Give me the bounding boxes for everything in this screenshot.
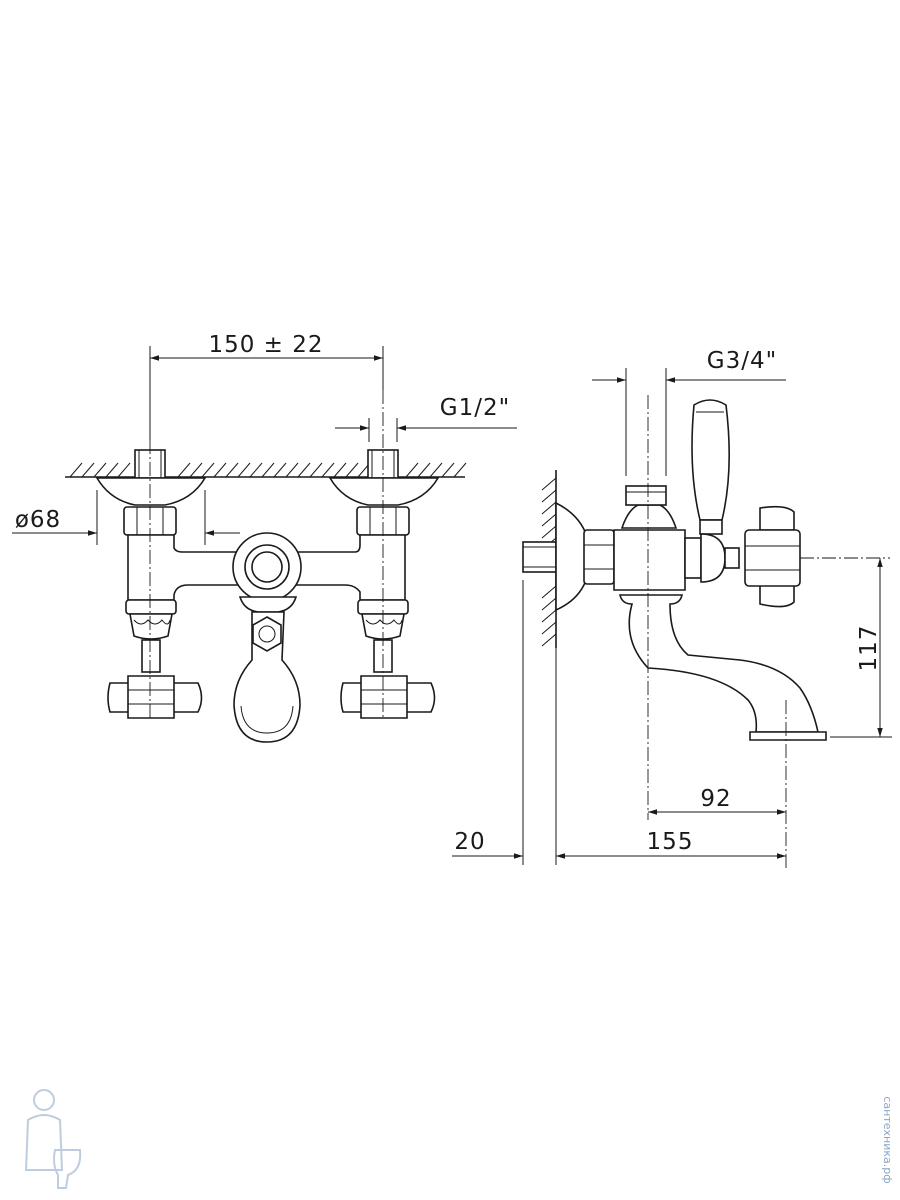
- hatch-line: [541, 597, 557, 611]
- dim-outlet-thread: G3/4": [592, 348, 786, 476]
- lever-handle: [691, 399, 730, 535]
- plumber-body-icon: [24, 1114, 64, 1171]
- right-flange: [328, 477, 440, 506]
- hatch-line: [405, 462, 419, 478]
- dim-spout-reach-label: 92: [700, 786, 731, 812]
- front-view: 150 ± 22 G1/2" ø68: [12, 332, 517, 743]
- hatch-line: [117, 462, 131, 478]
- hatch-line: [69, 462, 83, 478]
- side-inlet-stub: [522, 541, 557, 573]
- hatch-line: [261, 462, 275, 478]
- side-body: [613, 529, 686, 591]
- hatch-line: [225, 462, 239, 478]
- hatch-line: [453, 462, 467, 478]
- hatch-line: [177, 462, 191, 478]
- toilet-icon: [53, 1149, 82, 1189]
- wall-hatching-top: [65, 462, 467, 478]
- dim-wall-depth-label: 20: [454, 829, 485, 855]
- side-view: G3/4" 117 92 20 155: [452, 348, 892, 870]
- side-hex-nut: [583, 529, 615, 585]
- dim-spout-reach: 92: [648, 786, 786, 815]
- left-cross-handle: [107, 675, 203, 719]
- dim-inlet-thread: G1/2": [335, 395, 517, 442]
- hatch-line: [201, 462, 215, 478]
- hatch-line: [541, 489, 557, 503]
- hatch-line: [285, 462, 299, 478]
- hatch-line: [541, 633, 557, 647]
- hatch-line: [541, 513, 557, 527]
- hatch-line: [297, 462, 311, 478]
- right-hex-nut: [356, 506, 410, 536]
- dim-total-depth-label: 155: [647, 829, 694, 855]
- dim-inlet-thread-label: G1/2": [440, 395, 510, 421]
- dim-spacing-label: 150 ± 22: [208, 332, 323, 358]
- watermark-logo: [24, 1089, 82, 1189]
- hatch-line: [541, 525, 557, 539]
- front-spout: [233, 596, 301, 743]
- hatch-line: [189, 462, 203, 478]
- hatch-line: [273, 462, 287, 478]
- hatch-line: [441, 462, 455, 478]
- hatch-line: [541, 621, 557, 635]
- hatch-line: [333, 462, 347, 478]
- side-valve-cap: [684, 533, 740, 583]
- diverter-boss-inner: [251, 551, 283, 583]
- dim-outlet-thread-label: G3/4": [707, 348, 777, 374]
- hatch-line: [417, 462, 431, 478]
- side-spout: [619, 594, 819, 733]
- diverter-boss-outer: [232, 532, 302, 602]
- watermark-text: сантехника.рф: [881, 1096, 894, 1183]
- left-valve-bonnet: [125, 599, 177, 673]
- hatch-line: [321, 462, 335, 478]
- right-cross-handle: [340, 675, 436, 719]
- dim-spacing: 150 ± 22: [149, 332, 384, 440]
- hatch-line: [541, 585, 557, 599]
- hatch-line: [249, 462, 263, 478]
- hatch-line: [541, 609, 557, 623]
- dim-flange-diameter-label: ø68: [15, 507, 61, 533]
- side-cross-handle: [744, 505, 801, 608]
- hatch-line: [105, 462, 119, 478]
- dim-flange-diameter: ø68: [12, 490, 240, 545]
- hatch-line: [309, 462, 323, 478]
- dim-height: 117: [830, 558, 892, 738]
- hatch-line: [541, 501, 557, 515]
- dim-height-label: 117: [856, 625, 882, 672]
- hatch-line: [429, 462, 443, 478]
- hatch-line: [93, 462, 107, 478]
- plumber-head-icon: [33, 1089, 55, 1111]
- hatch-line: [213, 462, 227, 478]
- hatch-line: [541, 477, 557, 491]
- left-flange: [95, 477, 207, 506]
- dim-total-depth: 155: [556, 829, 786, 859]
- diverter-boss-mid: [244, 544, 290, 590]
- hatch-line: [237, 462, 251, 478]
- hatch-line: [345, 462, 359, 478]
- dim-wall-depth: 20: [452, 580, 557, 865]
- hatch-line: [81, 462, 95, 478]
